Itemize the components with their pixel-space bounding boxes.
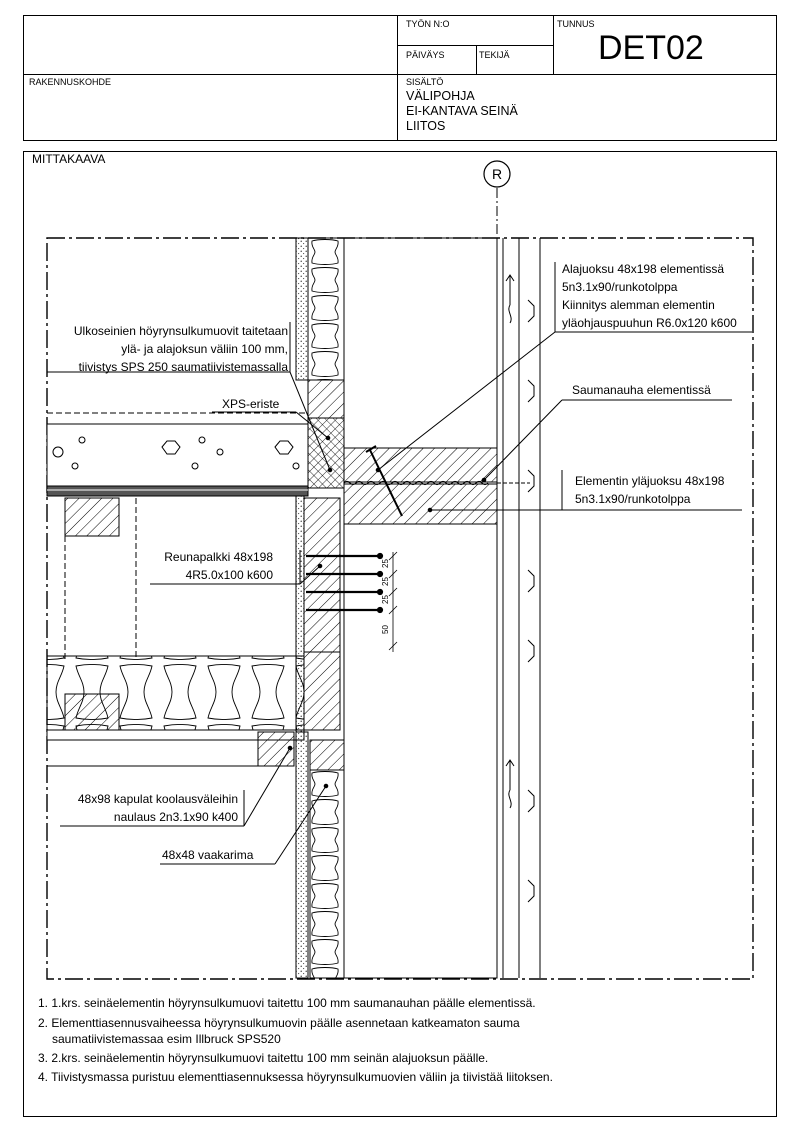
title-block-divider	[398, 45, 553, 46]
note-line: 4. Tiivistysmassa puristuu elementtiasen…	[38, 1070, 553, 1084]
callout-seam-tape: Saumanauha elementissä	[572, 383, 711, 397]
title-block-divider	[397, 16, 398, 140]
content-line: EI-KANTAVA SEINÄ	[406, 104, 518, 118]
title-block	[23, 15, 777, 141]
note-line: saumatiivistemassaa esim Illbruck SPS520	[52, 1032, 281, 1046]
content-label: SISÄLTÖ	[406, 77, 444, 87]
site-label: RAKENNUSKOHDE	[29, 77, 112, 87]
dimension-label: 50	[381, 625, 390, 634]
dimension-label: 25	[381, 559, 390, 568]
date-label: PÄIVÄYS	[406, 50, 445, 60]
drawing-id: DET02	[598, 29, 704, 67]
callout-vapor-barrier: Ulkoseinien höyrynsulkumuovit taitetaan …	[73, 324, 288, 374]
note-line: 1. 1.krs. seinäelementin höyrynsulkumuov…	[38, 996, 536, 1010]
drawing-frame	[23, 151, 777, 1117]
content-line: LIITOS	[406, 119, 446, 133]
callout-xps: XPS-eriste	[222, 397, 280, 411]
title-block-divider	[553, 16, 554, 74]
work-no-label: TYÖN N:O	[406, 19, 450, 29]
title-block-divider	[476, 46, 477, 74]
callout-bottom-plate: Alajuoksu 48x198 elementissä 5n3.1x90/ru…	[562, 262, 737, 330]
callout-top-plate: Elementin yläjuoksu 48x198 5n3.1x90/runk…	[575, 474, 725, 506]
callout-rim-joist: Reunapalkki 48x198 4R5.0x100 k600	[164, 550, 273, 582]
scale-label: MITTAKAAVA	[32, 152, 106, 166]
dimension-label: 25	[381, 595, 390, 604]
title-block-divider	[24, 74, 776, 75]
content-line: VÄLIPOHJA	[406, 89, 475, 103]
id-label: TUNNUS	[557, 19, 595, 29]
dimension-label: 25	[381, 577, 390, 586]
note-line: 3. 2.krs. seinäelementin höyrynsulkumuov…	[38, 1051, 489, 1065]
axis-marker: R	[492, 166, 502, 182]
author-label: TEKIJÄ	[479, 50, 510, 60]
callout-furring: 48x48 vaakarima	[162, 848, 254, 862]
callout-battens: 48x98 kapulat koolausväleihin naulaus 2n…	[77, 792, 238, 824]
note-line: 2. Elementtiasennusvaiheessa höyrynsulku…	[38, 1016, 520, 1030]
